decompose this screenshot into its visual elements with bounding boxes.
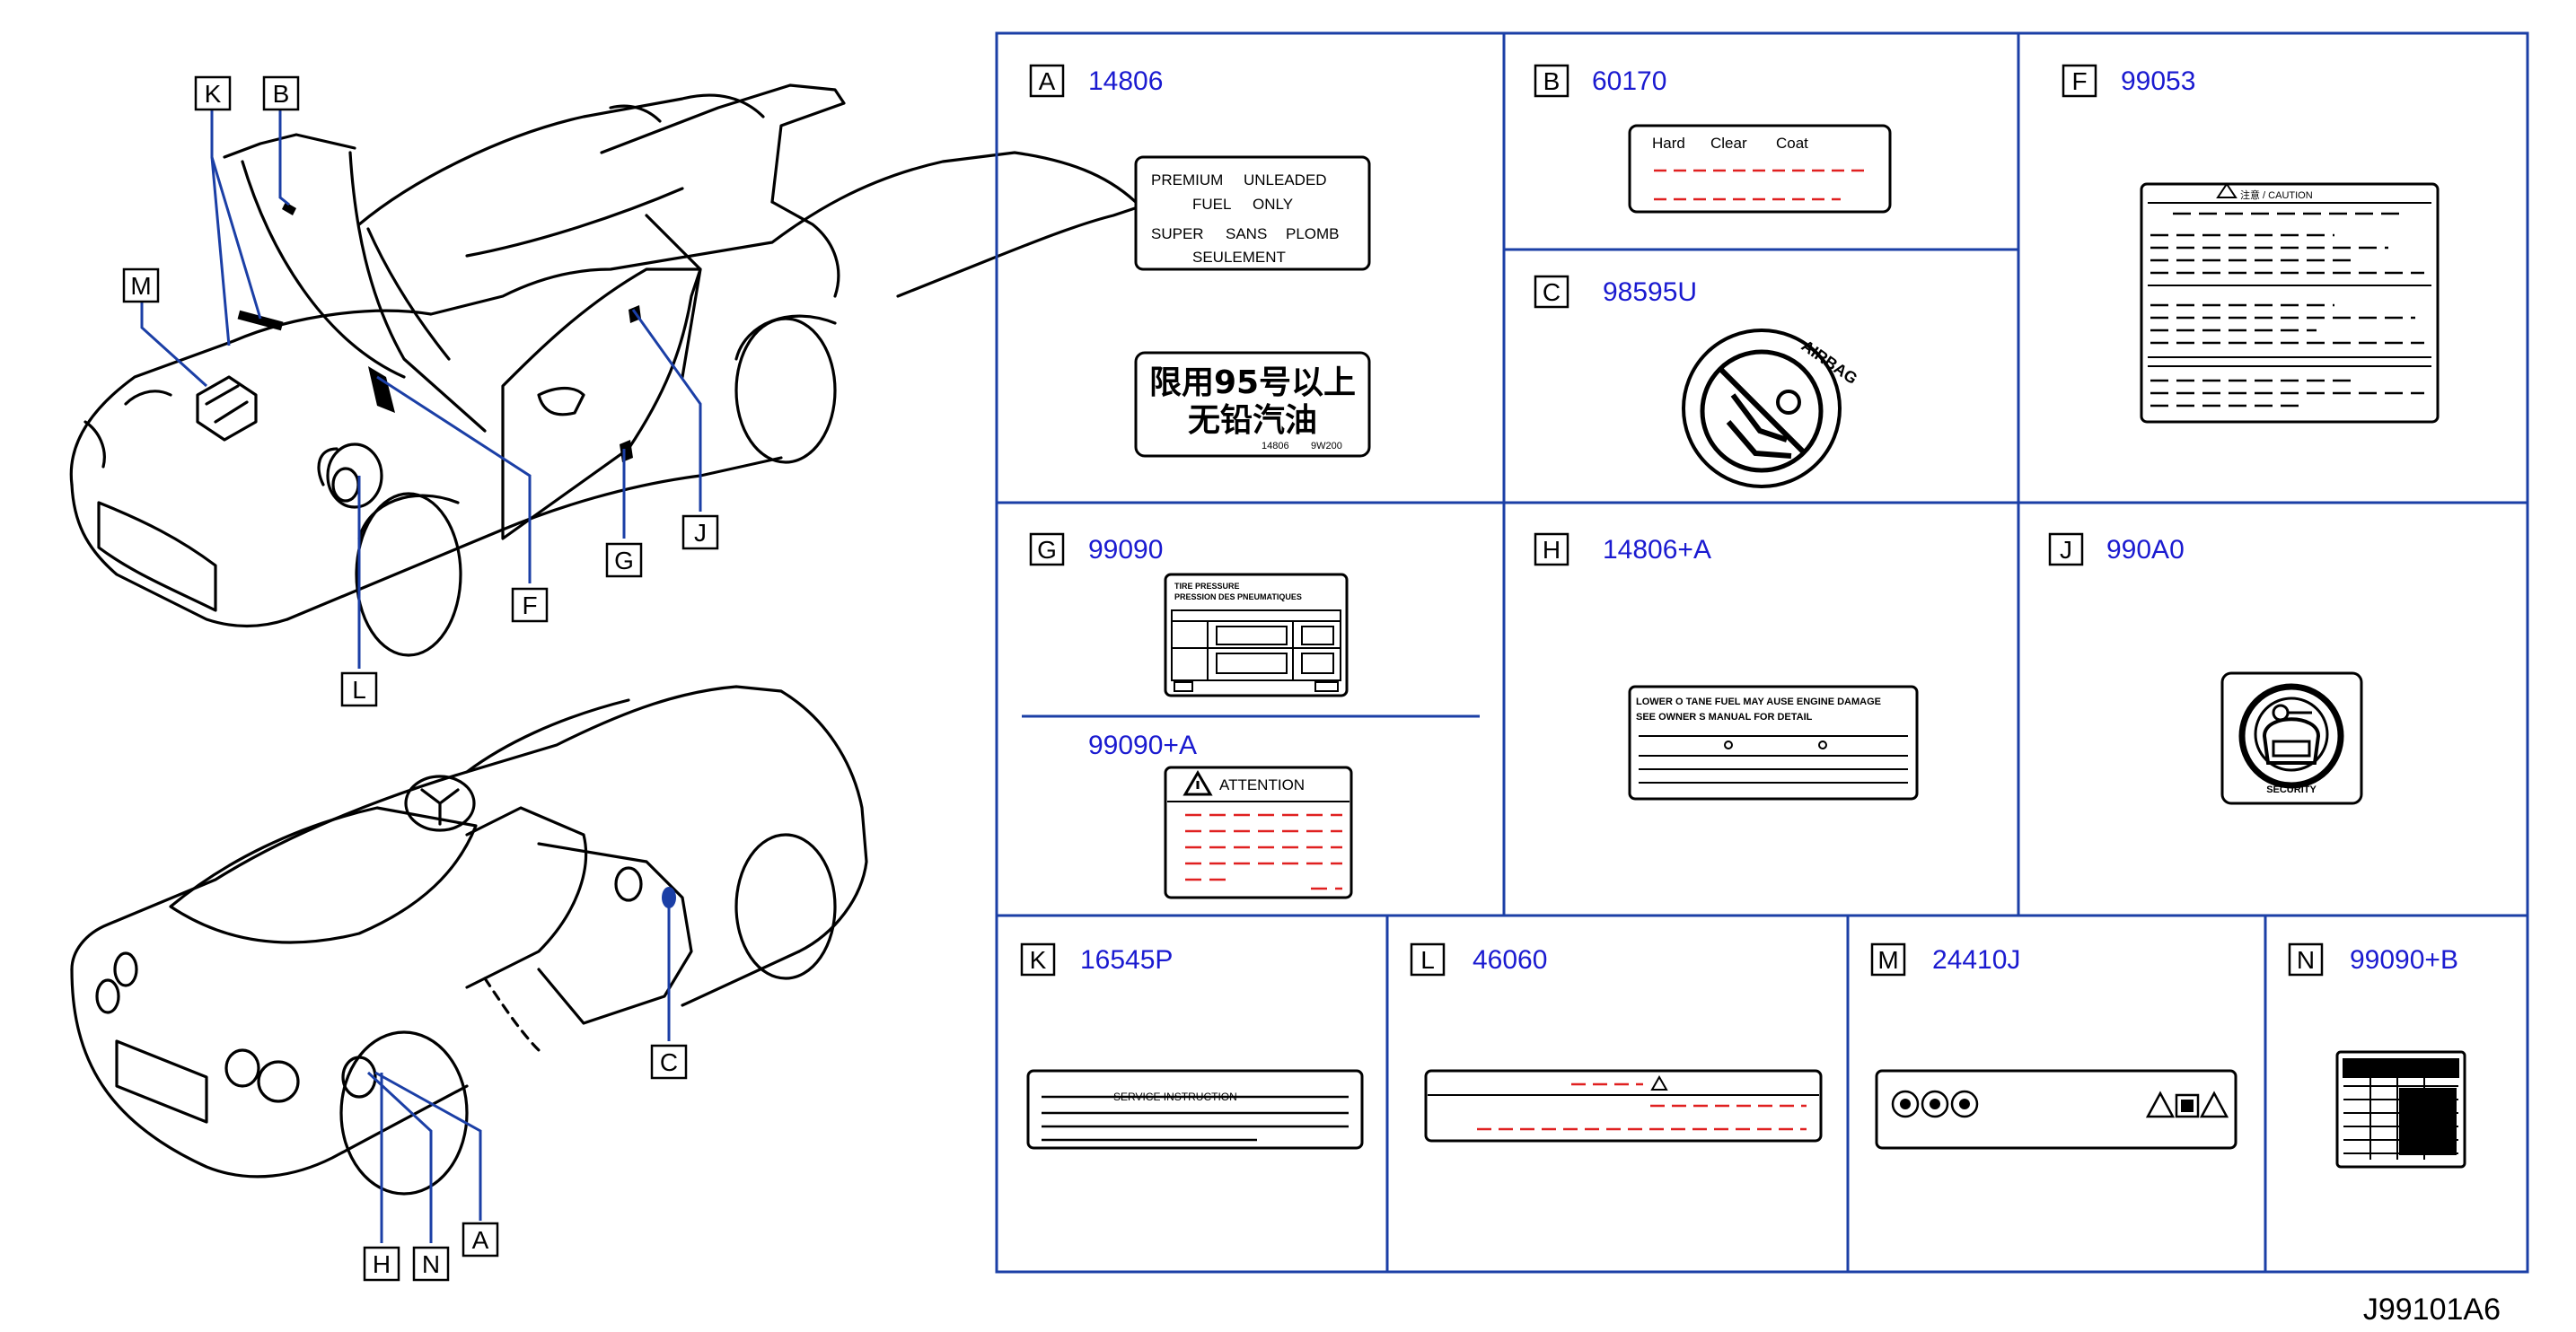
- svg-text:TIRE PRESSURE: TIRE PRESSURE: [1174, 582, 1240, 591]
- svg-text:SANS: SANS: [1226, 225, 1267, 242]
- svg-text:M: M: [1877, 946, 1898, 974]
- svg-text:J: J: [2060, 536, 2072, 564]
- svg-text:ATTENTION: ATTENTION: [1219, 776, 1305, 793]
- svg-text:J: J: [694, 519, 707, 547]
- svg-text:99090+B: 99090+B: [2350, 945, 2458, 975]
- svg-text:L: L: [1420, 946, 1435, 974]
- svg-text:A: A: [1039, 67, 1056, 95]
- svg-text:14806+A: 14806+A: [1603, 535, 1711, 565]
- svg-text:H: H: [373, 1250, 391, 1278]
- svg-text:C: C: [1543, 278, 1561, 306]
- svg-text:SEULEMENT: SEULEMENT: [1192, 249, 1286, 266]
- callout-L: L: [340, 671, 378, 707]
- callout-C: C: [650, 1044, 688, 1080]
- leader-lines: [140, 110, 702, 1243]
- svg-text:M: M: [130, 272, 151, 300]
- car-top-label-marks: [237, 202, 641, 462]
- panel-H: H 14806+A LOWER O TANE FUEL MAY AUSE ENG…: [1534, 532, 1919, 801]
- security-icon: SECURITY: [2220, 671, 2363, 805]
- panel-J: J 990A0 SECURITY: [2048, 532, 2363, 805]
- svg-text:46060: 46060: [1473, 945, 1547, 975]
- callout-G: G: [605, 542, 643, 578]
- svg-text:B: B: [273, 80, 290, 108]
- svg-text:Hard: Hard: [1652, 135, 1685, 152]
- callout-H: H: [363, 1246, 400, 1282]
- panel-F: F 99053 注意 / CAUTION: [2062, 64, 2440, 424]
- svg-text:B: B: [1543, 67, 1561, 95]
- fuel-label-chinese: 限用95号以上 无铅汽油 14806 9W200: [1134, 351, 1371, 458]
- callout-boxes: K B M F G J L C H N A: [122, 75, 719, 1282]
- panel-N: N 99090+B: [2288, 942, 2466, 1169]
- svg-text:990A0: 990A0: [2106, 535, 2185, 565]
- callout-K: K: [194, 75, 232, 111]
- svg-text:PREMIUM: PREMIUM: [1151, 171, 1223, 188]
- svg-text:98595U: 98595U: [1603, 277, 1697, 307]
- panel-C: C 98595U AIRBAG: [1534, 275, 1860, 488]
- svg-text:99090+A: 99090+A: [1088, 731, 1197, 760]
- svg-text:SEE OWNER S MANUAL FOR DETAIL: SEE OWNER S MANUAL FOR DETAIL: [1636, 712, 1813, 723]
- svg-text:UNLEADED: UNLEADED: [1244, 171, 1327, 188]
- tire-pressure-label: TIRE PRESSURE PRESSION DES PNEUMATIQUES: [1164, 573, 1349, 697]
- svg-text:K: K: [1030, 946, 1047, 974]
- svg-text:限用95号以上: 限用95号以上: [1149, 364, 1356, 401]
- svg-text:9W200: 9W200: [1311, 441, 1342, 451]
- svg-text:注意 / CAUTION: 注意 / CAUTION: [2240, 188, 2313, 201]
- svg-text:N: N: [2297, 946, 2315, 974]
- panel-M: M 24410J: [1870, 942, 2238, 1150]
- callout-A: A: [462, 1222, 499, 1258]
- panel-L: L 46060: [1410, 942, 1823, 1143]
- panel-A: A 14806 PREMIUM UNLEADED FUEL ONLY SUPER…: [1029, 64, 1371, 458]
- svg-text:PLOMB: PLOMB: [1286, 225, 1340, 242]
- svg-text:ONLY: ONLY: [1253, 196, 1293, 213]
- svg-text:14806: 14806: [1262, 441, 1289, 451]
- attention-label: ATTENTION: [1164, 766, 1353, 899]
- svg-text:N: N: [422, 1250, 440, 1278]
- car-top-illustration: [69, 83, 1142, 657]
- svg-text:F: F: [2071, 67, 2087, 95]
- fuel-label-english: PREMIUM UNLEADED FUEL ONLY SUPER SANS PL…: [1134, 155, 1371, 271]
- diagram-reference: J99101A6: [2363, 1293, 2501, 1327]
- panel-G: G 99090 TIRE PRESSURE PRESSION DES PNEUM…: [1029, 532, 1353, 899]
- svg-text:PRESSION DES PNEUMATIQUES: PRESSION DES PNEUMATIQUES: [1174, 592, 1302, 601]
- svg-text:99053: 99053: [2121, 66, 2195, 96]
- svg-text:24410J: 24410J: [1932, 945, 2020, 975]
- callout-N: N: [412, 1246, 450, 1282]
- svg-text:C: C: [660, 1048, 678, 1076]
- panel-B: B 60170 Hard Clear Coat: [1534, 64, 1892, 214]
- svg-text:Clear: Clear: [1710, 135, 1747, 152]
- callout-M: M: [122, 267, 160, 303]
- svg-text:FUEL: FUEL: [1192, 196, 1231, 213]
- svg-text:G: G: [1037, 536, 1057, 564]
- svg-text:Coat: Coat: [1776, 135, 1808, 152]
- callout-J: J: [681, 514, 719, 550]
- airbag-warning-icon: AIRBAG: [1682, 329, 1860, 488]
- svg-text:LOWER O TANE FUEL MAY AUSE: LOWER O TANE FUEL MAY AUSE ENGINE DAMAGE: [1636, 697, 1881, 707]
- svg-text:14806: 14806: [1088, 66, 1163, 96]
- svg-text:F: F: [522, 592, 537, 619]
- svg-text:16545P: 16545P: [1080, 945, 1173, 975]
- panel-K: K 16545P SERVICE INSTRUCTION: [1020, 942, 1364, 1150]
- car-bottom-illustration: [70, 685, 868, 1196]
- svg-text:G: G: [614, 547, 634, 574]
- callout-B: B: [262, 75, 300, 111]
- svg-text:SECURITY: SECURITY: [2266, 784, 2317, 795]
- svg-text:无铅汽油: 无铅汽油: [1188, 402, 1317, 439]
- svg-text:K: K: [205, 80, 222, 108]
- svg-text:H: H: [1543, 536, 1561, 564]
- svg-text:A: A: [472, 1226, 489, 1254]
- svg-text:99090: 99090: [1088, 535, 1163, 565]
- svg-text:SUPER: SUPER: [1151, 225, 1204, 242]
- label-grid-frame: [995, 31, 2529, 1274]
- callout-F: F: [511, 587, 549, 623]
- svg-text:L: L: [352, 676, 366, 704]
- svg-text:60170: 60170: [1592, 66, 1666, 96]
